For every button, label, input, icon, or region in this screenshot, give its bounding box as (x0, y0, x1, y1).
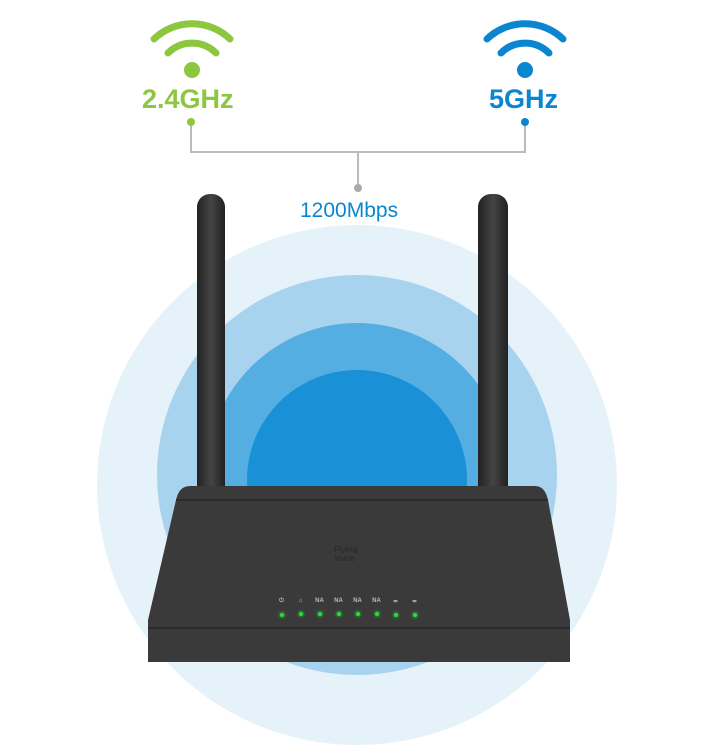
connector-lines (187, 118, 529, 192)
brand-logo: Flying Voice (334, 545, 358, 563)
wifi-icon-2.4ghz (150, 20, 234, 78)
router-body (148, 486, 570, 662)
led-wifi-5: ≖ (405, 598, 424, 617)
led-lan2: NA (329, 598, 348, 617)
led-wifi-2.4: ≖ (386, 598, 405, 617)
led-power: ⏻ (272, 598, 291, 617)
led-internet: ⌂ (291, 598, 310, 617)
led-lan3: NA (348, 598, 367, 617)
led-lan1: NA (310, 598, 329, 617)
antenna-right (478, 194, 508, 494)
led-lan4: NA (367, 598, 386, 617)
speed-label: 1200Mbps (300, 199, 399, 222)
wifi-icon-5ghz (483, 20, 567, 78)
led-indicator-row: ⏻ ⌂ NA NA NA NA ≖ ≖ (272, 598, 424, 617)
band-label-2.4ghz: 2.4GHz (142, 84, 234, 114)
band-label-5ghz: 5GHz (489, 84, 559, 114)
antenna-left (197, 194, 225, 494)
